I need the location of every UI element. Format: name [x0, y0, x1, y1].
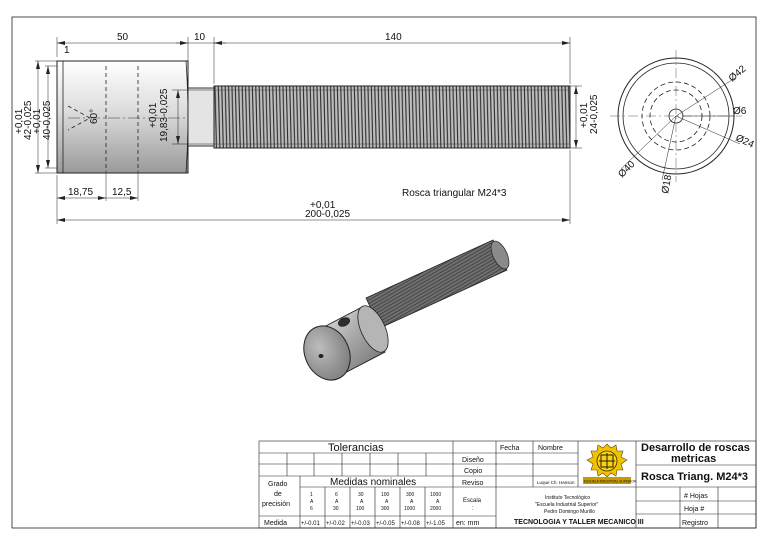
- dim-minor-tol: +0,01: [148, 102, 159, 128]
- dim-thread-length: 140: [385, 32, 402, 43]
- range-6-b: A: [436, 499, 440, 505]
- grado-label-1: Grado: [268, 481, 288, 488]
- bolt-head-profile: [56, 60, 189, 174]
- medida-label: Medida: [264, 520, 287, 527]
- dim-head-dia-tol-a: +0,01: [14, 108, 25, 134]
- angle-label: 60°: [89, 109, 100, 124]
- tolerancias-header: Tolerancias: [328, 442, 384, 454]
- bottom-dimensions: 18,75 12,5 +0,01 200-0,025 Rosca triangu…: [56, 150, 571, 224]
- thread-section: [213, 85, 571, 149]
- reviso-label: Reviso: [462, 480, 484, 487]
- dim-small-1: 1: [64, 45, 70, 56]
- escala-value: :: [472, 506, 474, 512]
- escala-label: Escala: [463, 498, 482, 504]
- bolt-neck: [187, 87, 215, 147]
- tol-3: +/-0.03: [351, 521, 371, 527]
- range-2-b: A: [335, 499, 339, 505]
- hojas-label: # Hojas: [684, 493, 708, 500]
- institute-line-2: "Escuela Industrial Superior": [535, 502, 599, 508]
- dim-gap-length: 10: [194, 32, 206, 43]
- range-2-a: 6: [335, 492, 338, 498]
- end-dia-18: Ø18: [660, 174, 674, 195]
- isometric-view: [303, 239, 510, 381]
- end-dia-24: Ø24: [734, 133, 756, 151]
- institute-line-3: Pedro Domingo Murillo: [544, 509, 595, 515]
- tol-4: +/-0.05: [376, 521, 396, 527]
- dim-minor: 19,83-0,025: [159, 88, 170, 142]
- left-dimensions: +0,01 42-0,025 +0,01 40-0,025 +0,01 19,8…: [14, 60, 600, 174]
- range-1-a: 1: [310, 492, 313, 498]
- dim-seg-b: 12,5: [112, 187, 132, 198]
- tol-1: +/-0.01: [301, 521, 321, 527]
- dim-head-dia-a: 42-0,025: [23, 100, 34, 140]
- range-6-a: 1000: [430, 492, 441, 498]
- range-4-b: A: [385, 499, 389, 505]
- medidas-nominales: Medidas nominales: [330, 477, 416, 488]
- tol-6: +/-1.05: [426, 521, 446, 527]
- course-name: TECNOLOGIA Y TALLER MECANICO III: [514, 519, 644, 526]
- part-name: Rosca Triang. M24*3: [641, 471, 748, 483]
- drawing-title-2: metricas: [671, 453, 716, 465]
- dim-head-dia-tol-b: +0,01: [32, 108, 43, 134]
- range-6-c: 2000: [430, 506, 441, 512]
- end-dia-42: Ø42: [727, 63, 749, 84]
- range-3-c: 100: [356, 506, 365, 512]
- range-4-c: 300: [381, 506, 390, 512]
- range-5-b: A: [410, 499, 414, 505]
- front-view: 60°: [56, 60, 571, 174]
- top-dimensions: 50 10 140 1: [56, 32, 571, 84]
- dim-seg-a: 18,75: [68, 187, 93, 198]
- hoja-label: Hoja #: [684, 506, 704, 513]
- range-3-a: 30: [358, 492, 364, 498]
- dim-total: 200-0,025: [305, 209, 350, 220]
- end-dia-40: Ø40: [616, 159, 637, 180]
- drawing-title-1: Desarrollo de roscas: [641, 442, 750, 454]
- range-2-c: 30: [333, 506, 339, 512]
- registro-label: Registro: [682, 520, 708, 527]
- title-block: [258, 440, 757, 529]
- range-1-b: A: [310, 499, 314, 505]
- dim-head-length: 50: [117, 32, 129, 43]
- dim-major-tol: +0,01: [579, 102, 590, 128]
- title-block-text: Tolerancias Grado de precisión Medidas n…: [262, 442, 750, 527]
- institute-line-1: Instituto Tecnológico: [545, 495, 590, 501]
- logo-caption: ESCUELA INDUSTRIAL SUPERIOR: [584, 480, 637, 484]
- range-1-c: 6: [310, 506, 313, 512]
- school-logo: ESCUELA INDUSTRIAL SUPERIOR: [580, 443, 637, 485]
- units-label: en: mm: [456, 520, 480, 527]
- range-5-a: 300: [406, 492, 415, 498]
- range-3-b: A: [360, 499, 364, 505]
- thread-callout: Rosca triangular M24*3: [402, 188, 507, 199]
- tol-5: +/-0.08: [401, 521, 421, 527]
- grado-label-2: de: [274, 491, 282, 498]
- dim-total-tol: +0,01: [310, 200, 336, 211]
- end-view: Ø42 Ø6 Ø24 Ø40 Ø18: [610, 50, 756, 195]
- end-dia-6: Ø6: [733, 106, 747, 117]
- fecha-header: Fecha: [500, 445, 520, 452]
- tol-2: +/-0.02: [326, 521, 346, 527]
- copio-label: Copio: [464, 468, 482, 475]
- grado-label-3: precisión: [262, 501, 290, 508]
- range-5-c: 1000: [404, 506, 415, 512]
- diseno-label: Diseño: [462, 457, 484, 464]
- reviewer-name: Luque Ch. Hanson: [537, 480, 575, 485]
- dim-major: 24-0,025: [589, 94, 600, 134]
- nombre-header: Nombre: [538, 445, 563, 452]
- range-4-a: 100: [381, 492, 390, 498]
- dim-head-dia-b: 40-0,025: [42, 100, 53, 140]
